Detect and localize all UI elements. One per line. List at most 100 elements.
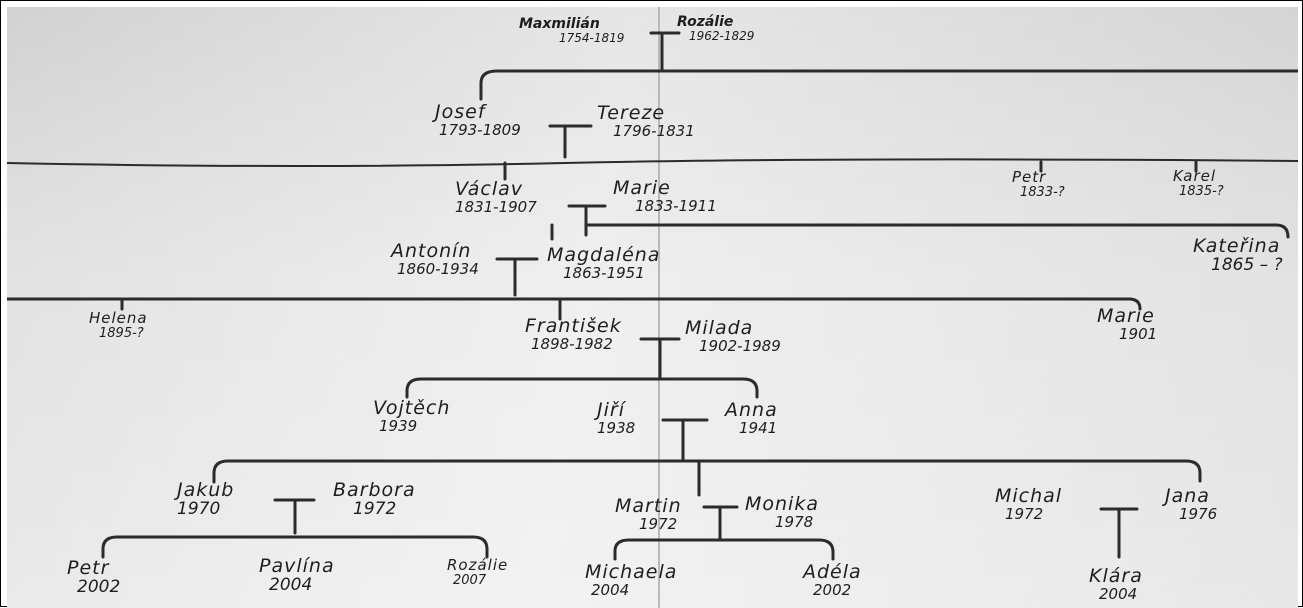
person-pavlina: Pavlína 2004 [259, 557, 335, 594]
person-barbora: Barbora 1972 [333, 481, 416, 518]
marriage-michal-jana [1099, 507, 1139, 559]
person-dates: 1796-1831 [613, 122, 695, 140]
person-jiri: Jiří 1938 [597, 401, 635, 436]
person-dates: 1901 [1119, 325, 1158, 343]
person-michaela: Michaela 2004 [585, 563, 677, 598]
person-marie-1: Marie 1833-1911 [613, 179, 717, 214]
person-dates: 1972 [1005, 505, 1044, 523]
person-name: Josef [435, 101, 486, 123]
paper-fold [658, 7, 660, 608]
person-name: Kateřina [1193, 235, 1281, 257]
person-dates: 1941 [739, 419, 778, 437]
children-line-jiri [212, 459, 1202, 484]
person-dates: 1833-1911 [635, 197, 717, 215]
person-dates: 2002 [77, 577, 121, 597]
person-dates: 1860-1934 [397, 260, 479, 278]
person-karel: Karel 1835-? [1173, 167, 1224, 199]
person-milada: Milada 1902-1989 [685, 319, 781, 354]
person-name: Barbora [333, 479, 416, 501]
person-dates: 1895-? [99, 326, 144, 341]
person-name: Michal [995, 485, 1063, 507]
person-name: Pavlína [259, 555, 335, 577]
person-dates: 1754-1819 [559, 31, 625, 45]
person-dates: 1793-1809 [439, 121, 521, 139]
person-dates: 1865 – ? [1211, 255, 1283, 275]
marriage-jiri-anna [661, 418, 709, 461]
person-michal: Michal 1972 [995, 487, 1062, 522]
person-jana: Jana 1976 [1165, 487, 1217, 522]
person-dates: 1939 [379, 417, 418, 435]
marriage-jakub-barbora [273, 498, 316, 535]
person-monika: Monika 1978 [745, 495, 819, 530]
person-magdalena: Magdaléna 1863-1951 [547, 246, 660, 281]
person-dates: 2007 [453, 573, 487, 588]
children-line-martin [613, 538, 835, 561]
person-maximilian: Maxmilián 1754-1819 [519, 17, 624, 44]
children-line-jakub [101, 535, 489, 559]
children-line-josef [7, 158, 1298, 167]
person-dates: 1972 [353, 499, 397, 519]
person-dates: 1976 [1179, 505, 1218, 523]
marriage-antonin-magdalena [495, 257, 539, 297]
person-dates: 2004 [1099, 585, 1138, 603]
person-name: Vojtěch [373, 397, 451, 419]
person-dates: 1962-1829 [689, 29, 755, 43]
person-name: Petr [67, 557, 110, 579]
person-name: Michaela [585, 561, 678, 583]
person-dates: 1970 [177, 499, 221, 519]
person-name: František [525, 315, 622, 337]
person-dates: 2004 [591, 581, 630, 599]
person-vaclav: Václav 1831-1907 [455, 180, 537, 215]
person-name: Monika [745, 493, 819, 515]
children-line-frantisek [405, 377, 759, 399]
children-line-antonin [7, 297, 1142, 311]
person-martin: Martin 1972 [615, 497, 682, 532]
person-marie-2: Marie 1901 [1097, 307, 1157, 342]
person-name: Rozálie [447, 556, 509, 574]
children-line-maximilian [479, 69, 1298, 101]
person-name: Antonín [391, 240, 472, 262]
person-petr-2: Petr 2002 [67, 559, 120, 596]
person-petr-1: Petr 1833-? [1012, 168, 1065, 200]
person-dates: 1835-? [1179, 184, 1224, 199]
person-name: Petr [1012, 168, 1047, 186]
person-dates: 1972 [639, 515, 678, 533]
marriage-vaclav-marie [567, 204, 607, 237]
person-name: Magdaléna [547, 244, 661, 266]
person-katerina: Kateřina 1865 – ? [1193, 237, 1283, 274]
person-josef: Josef 1793-1809 [435, 103, 521, 138]
children-line-vaclav [584, 223, 1290, 239]
person-tereza: Tereze 1796-1831 [597, 104, 695, 139]
person-dates: 2002 [813, 581, 852, 599]
marriage-maximilian-rozalie [649, 31, 681, 73]
person-dates: 1978 [775, 513, 814, 531]
person-antonin: Antonín 1860-1934 [391, 242, 479, 277]
person-name: Tereze [597, 102, 666, 124]
person-name: Marie [613, 177, 671, 199]
person-klara: Klára 2004 [1089, 567, 1143, 602]
person-name: Jakub [177, 479, 235, 501]
person-dates: 1831-1907 [455, 198, 537, 216]
person-name: Anna [725, 399, 778, 421]
person-name: Adéla [803, 561, 862, 583]
person-dates: 1898-1982 [531, 335, 613, 353]
person-name: Martin [615, 495, 682, 517]
person-name: Jiří [597, 399, 625, 421]
family-tree-lines [7, 31, 1298, 561]
marriage-frantisek-milada [639, 337, 681, 379]
person-name: Karel [1173, 167, 1217, 185]
person-rozalie-2: Rozálie 2007 [447, 556, 509, 588]
person-adela: Adéla 2002 [803, 563, 862, 598]
person-helena: Helena 1895-? [89, 309, 148, 341]
person-rozalie-top: Rozálie 1962-1829 [677, 15, 754, 42]
marriage-martin-monika [702, 505, 739, 540]
person-anna: Anna 1941 [725, 401, 778, 436]
family-tree-paper: Maxmilián 1754-1819 Rozálie 1962-1829 Jo… [7, 7, 1298, 608]
person-dates: 1863-1951 [563, 264, 645, 282]
person-name: Václav [455, 178, 524, 200]
person-dates: 1902-1989 [699, 337, 781, 355]
person-jakub: Jakub 1970 [177, 481, 234, 518]
person-dates: 1833-? [1020, 185, 1065, 200]
person-name: Rozálie [677, 14, 734, 30]
person-name: Helena [89, 309, 148, 327]
